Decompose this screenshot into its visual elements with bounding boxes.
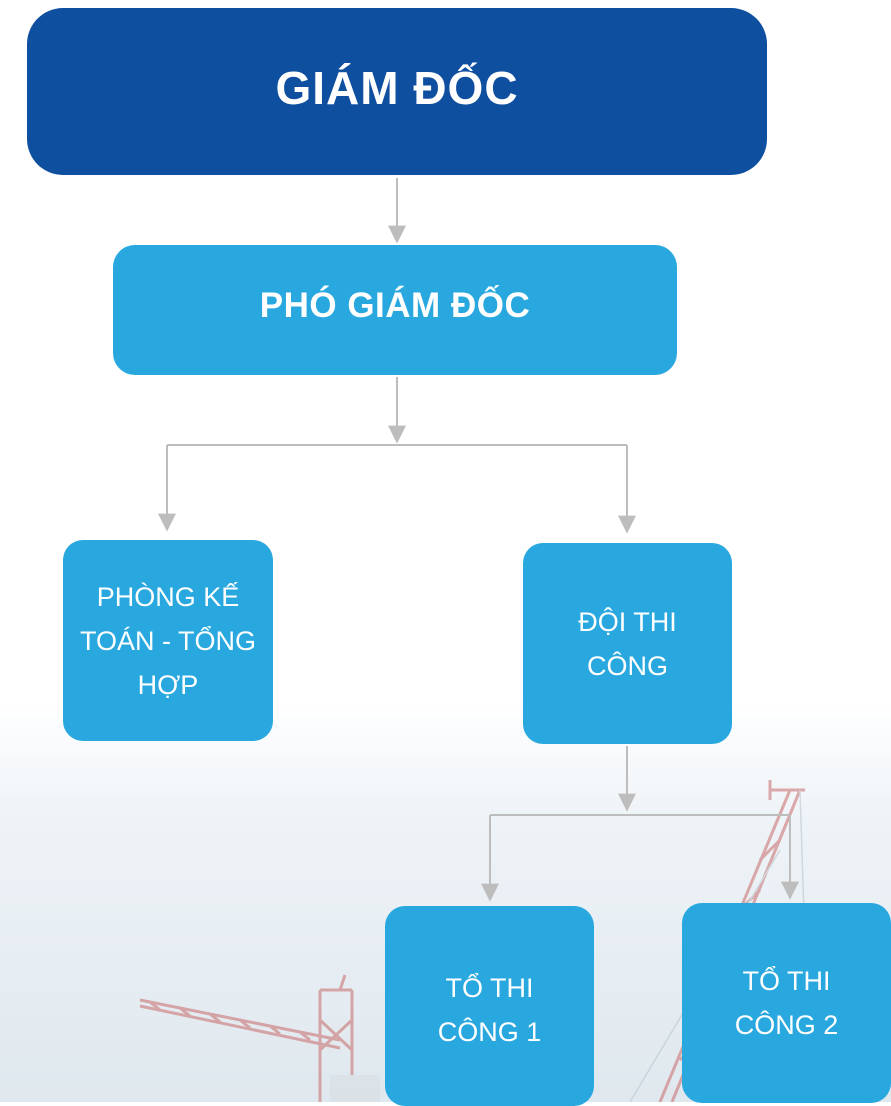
deputy-director-box: PHÓ GIÁM ĐỐC (113, 245, 677, 375)
construction-team-label: ĐỘI THI CÔNG (578, 606, 677, 681)
construction-unit-1-label: TỔ THI CÔNG 1 (437, 973, 542, 1047)
construction-unit-2-label: TỔ THI CÔNG 2 (734, 966, 839, 1040)
director-box: GIÁM ĐỐC (27, 8, 767, 175)
accounting-dept-box: PHÒNG KẾ TOÁN - TỔNG HỢP (63, 540, 273, 741)
director-label: GIÁM ĐỐC (275, 61, 519, 114)
construction-unit-2-box: TỔ THI CÔNG 2 (682, 903, 891, 1103)
accounting-dept-label: PHÒNG KẾ TOÁN - TỔNG HỢP (79, 581, 256, 700)
construction-team-box: ĐỘI THI CÔNG (523, 543, 732, 744)
construction-unit-1-box: TỔ THI CÔNG 1 (385, 906, 594, 1106)
deputy-director-label: PHÓ GIÁM ĐỐC (259, 286, 531, 325)
